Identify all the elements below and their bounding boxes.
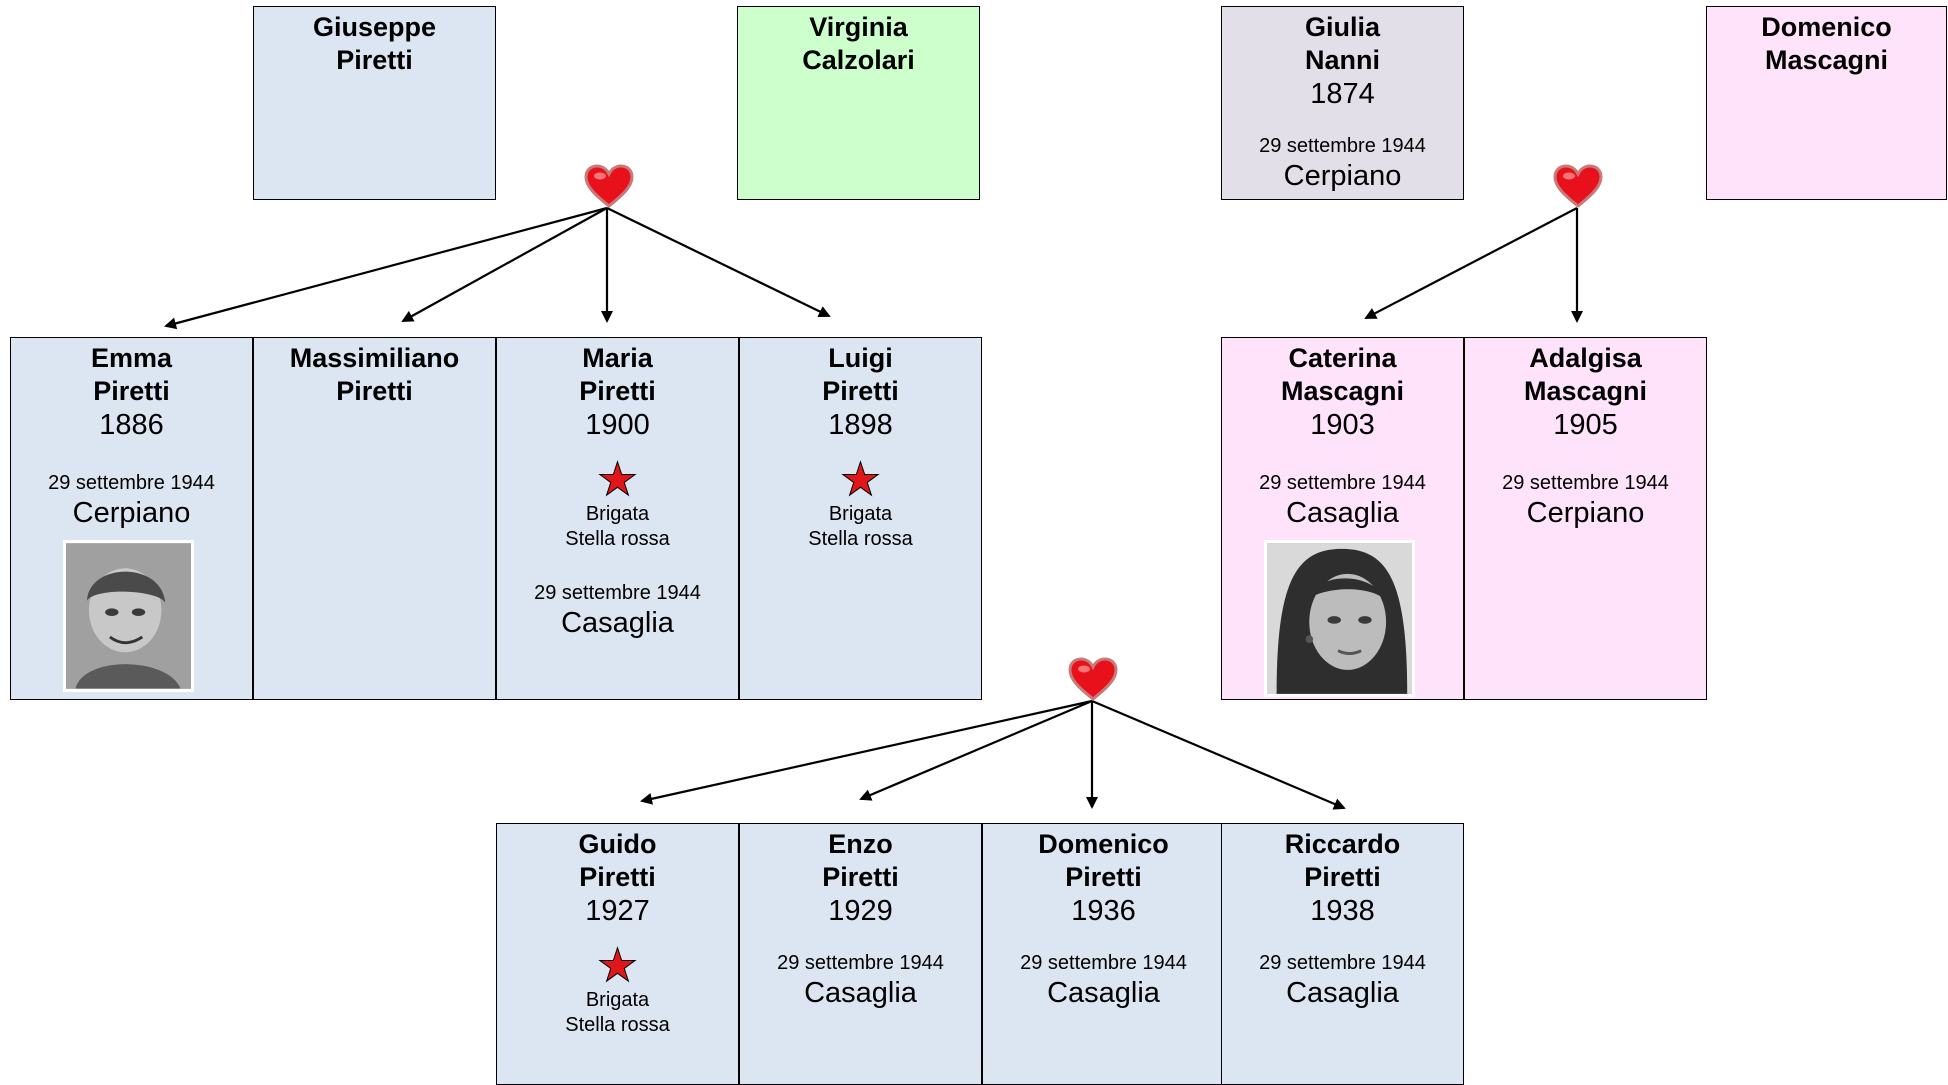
person-card-guido-piretti[interactable]: Guido Piretti 1927 ★ Brigata Stella ross… [496, 823, 739, 1085]
death-date: 29 settembre 1944 [534, 582, 701, 604]
birth-year: 1903 [1310, 409, 1375, 441]
birth-year: 1936 [1071, 895, 1136, 927]
birth-year: 1929 [828, 895, 893, 927]
person-card-riccardo-piretti[interactable]: Riccardo Piretti 1938 29 settembre 1944 … [1221, 823, 1464, 1085]
person-card-giulia-nanni[interactable]: Giulia Nanni 1874 29 settembre 1944 Cerp… [1221, 6, 1464, 200]
first-name: Caterina [1288, 343, 1397, 373]
birth-year: 1874 [1310, 78, 1375, 110]
heart-icon [584, 164, 634, 208]
last-name: Piretti [579, 376, 656, 406]
death-place: Casaglia [561, 607, 674, 639]
death-place: Casaglia [1286, 977, 1399, 1009]
heart-icon [1553, 164, 1603, 208]
brigata-name: Stella rossa [565, 528, 670, 550]
red-star-icon: ★ [839, 453, 882, 505]
first-name: Virginia [809, 12, 908, 42]
death-date: 29 settembre 1944 [777, 952, 944, 974]
arrow-to-luigi [606, 207, 831, 318]
last-name: Piretti [579, 862, 656, 892]
person-card-giuseppe-piretti[interactable]: Giuseppe Piretti [253, 6, 496, 200]
last-name: Mascagni [1280, 376, 1405, 406]
arrow-to-caterina [1364, 207, 1578, 319]
birth-year: 1938 [1310, 895, 1375, 927]
birth-year: 1927 [585, 895, 650, 927]
arrow-to-guido [640, 699, 1093, 805]
brigata-name: Stella rossa [565, 1014, 670, 1036]
last-name: Piretti [93, 376, 170, 406]
last-name: Calzolari [802, 45, 915, 75]
person-card-enzo-piretti[interactable]: Enzo Piretti 1929 29 settembre 1944 Casa… [739, 823, 982, 1085]
last-name: Mascagni [1523, 376, 1648, 406]
birth-year: 1905 [1553, 409, 1618, 441]
death-date: 29 settembre 1944 [1259, 135, 1426, 157]
death-place: Cerpiano [72, 497, 191, 529]
first-name: Massimiliano [289, 343, 460, 373]
death-date: 29 settembre 1944 [1020, 952, 1187, 974]
person-card-virginia-calzolari[interactable]: Virginia Calzolari [737, 6, 980, 200]
red-star-icon: ★ [596, 939, 639, 991]
person-card-massimiliano-piretti[interactable]: Massimiliano Piretti [253, 337, 496, 700]
death-date: 29 settembre 1944 [1259, 472, 1426, 494]
death-place: Casaglia [804, 977, 917, 1009]
brigata-label: Brigata [828, 503, 893, 525]
brigata-label: Brigata [585, 503, 650, 525]
person-card-maria-piretti[interactable]: Maria Piretti 1900 ★ Brigata Stella ross… [496, 337, 739, 700]
first-name: Giulia [1304, 12, 1380, 42]
last-name: Piretti [1304, 862, 1381, 892]
arrow-to-riccardo [1091, 699, 1346, 810]
heart-icon [1068, 657, 1118, 701]
brigata-label: Brigata [585, 989, 650, 1011]
last-name: Nanni [1304, 45, 1380, 75]
brigata-name: Stella rossa [808, 528, 913, 550]
last-name: Piretti [822, 376, 899, 406]
death-date: 29 settembre 1944 [1259, 952, 1426, 974]
portrait-photo [1264, 540, 1415, 697]
death-place: Casaglia [1047, 977, 1160, 1009]
first-name: Domenico [1038, 829, 1169, 859]
first-name: Emma [90, 343, 173, 373]
death-place: Casaglia [1286, 497, 1399, 529]
birth-year: 1900 [585, 409, 650, 441]
person-card-domenico-piretti[interactable]: Domenico Piretti 1936 29 settembre 1944 … [982, 823, 1225, 1085]
portrait-photo [63, 540, 194, 692]
last-name: Mascagni [1764, 45, 1889, 75]
birth-year: 1886 [99, 409, 164, 441]
first-name: Luigi [828, 343, 893, 373]
death-date: 29 settembre 1944 [1502, 472, 1669, 494]
first-name: Guido [578, 829, 657, 859]
last-name: Piretti [1065, 862, 1142, 892]
arrow-to-emma [164, 206, 608, 330]
arrow-to-massimiliano [401, 207, 608, 322]
last-name: Piretti [336, 45, 413, 75]
last-name: Piretti [336, 376, 413, 406]
death-date: 29 settembre 1944 [48, 472, 215, 494]
first-name: Adalgisa [1529, 343, 1642, 373]
death-place: Cerpiano [1526, 497, 1645, 529]
person-card-luigi-piretti[interactable]: Luigi Piretti 1898 ★ Brigata Stella ross… [739, 337, 982, 700]
person-card-domenico-mascagni[interactable]: Domenico Mascagni [1706, 6, 1947, 200]
first-name: Giuseppe [312, 12, 437, 42]
red-star-icon: ★ [596, 453, 639, 505]
arrow-to-enzo [859, 699, 1093, 801]
first-name: Maria [582, 343, 653, 373]
first-name: Enzo [828, 829, 893, 859]
death-place: Cerpiano [1283, 160, 1402, 192]
first-name: Domenico [1761, 12, 1892, 42]
birth-year: 1898 [828, 409, 893, 441]
last-name: Piretti [822, 862, 899, 892]
person-card-adalgisa-mascagni[interactable]: Adalgisa Mascagni 1905 29 settembre 1944… [1464, 337, 1707, 700]
first-name: Riccardo [1284, 829, 1401, 859]
